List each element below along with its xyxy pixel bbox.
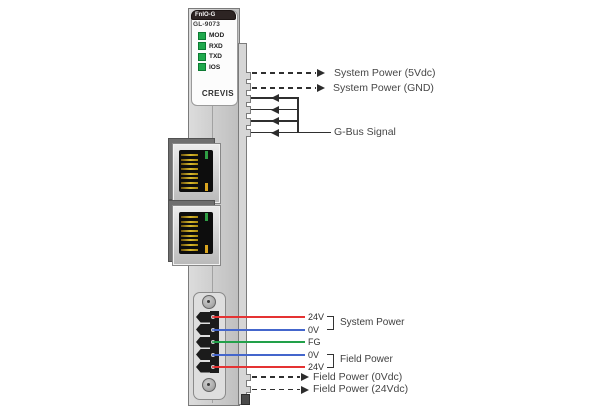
wire-0v-field [214,353,305,356]
screw-icon [202,378,216,392]
dashed-line [252,388,300,391]
din-rail-latch [241,394,250,405]
rj45-pin [181,221,198,223]
connector-tooth [246,94,251,103]
ios-led-icon [198,63,206,71]
arrow-left-icon [271,117,279,125]
annotation-label: Field Power (0Vdc) [313,370,403,383]
screw-icon [202,295,216,309]
led-label: MOD [209,32,225,39]
connector-tooth [246,71,251,80]
arrow-right-icon [317,68,325,77]
led-row: IOS [198,63,221,71]
arrow-right-icon [301,385,309,394]
rj45-pin [181,168,198,170]
activity-led-icon [205,183,208,191]
rj45-pin [181,154,198,156]
annotation-label: System Power (GND) [333,81,434,94]
led-label: IOS [209,63,221,71]
connector-tooth [246,83,251,91]
led-row: RXD [198,42,223,50]
arrow-right-icon [301,373,309,381]
connector-tooth [246,386,251,393]
wire-label: FG [308,337,321,347]
rj45-socket [179,212,213,254]
dashed-line [252,376,300,378]
rj45-pin [181,187,198,189]
led-row: TXD [198,52,222,61]
activity-led-icon [205,245,208,253]
arrow-left-icon [271,128,279,137]
rj45-pin [181,230,198,232]
dashed-line [252,87,316,89]
rj45-pin [181,235,198,237]
connector-tooth [246,106,251,114]
dashed-line [252,72,316,74]
bracket-icon [327,316,334,330]
group-label: Field Power [340,354,393,365]
rj45-pin [181,159,198,161]
connector-tooth [246,117,251,126]
wire-label: 0V [308,324,320,335]
connector-tooth [246,129,251,137]
rxd-led-icon [198,42,206,50]
rj45-pin [181,173,198,175]
rj45-pin [181,163,198,165]
wire-label: 24V [308,312,325,322]
arrow-right-icon [317,83,325,92]
rj45-pin [181,216,198,218]
group-label: System Power [340,316,405,328]
led-label: TXD [209,53,222,60]
mod-led-icon [198,31,206,40]
wire-label: 0V [308,349,320,360]
rj45-socket [179,150,213,192]
rj45-pin [181,249,198,251]
wire-0v-system [214,328,305,331]
connector-tooth [246,373,251,381]
rj45-pin [181,244,198,246]
wire-label: 24V [308,362,325,372]
rj45-pin [181,182,198,184]
rj45-pin [181,177,198,179]
led-row: MOD [198,31,225,40]
wire-24v-system [214,316,305,318]
annotation-label: System Power (5Vdc) [334,66,436,79]
arrow-left-icon [271,105,279,114]
rj45-pin [181,239,198,241]
rj45-pin [181,225,198,227]
series-name: FnIO-G [191,10,236,20]
annotation-label: Field Power (24Vdc) [313,383,409,395]
arrow-left-icon [271,94,279,102]
link-led-icon [205,151,208,159]
link-led-icon [205,213,208,221]
gbus-label-line [297,131,331,134]
wire-24v-field [214,366,305,368]
wire-fg [214,341,305,343]
txd-led-icon [198,52,206,61]
bracket-icon [327,353,334,368]
gbus-bus-line [297,97,299,134]
brand-logo: CREVIS [201,89,234,98]
annotation-label: G-Bus Signal [334,126,396,138]
led-label: RXD [209,42,223,50]
model-number: GL-9073 [193,21,221,28]
